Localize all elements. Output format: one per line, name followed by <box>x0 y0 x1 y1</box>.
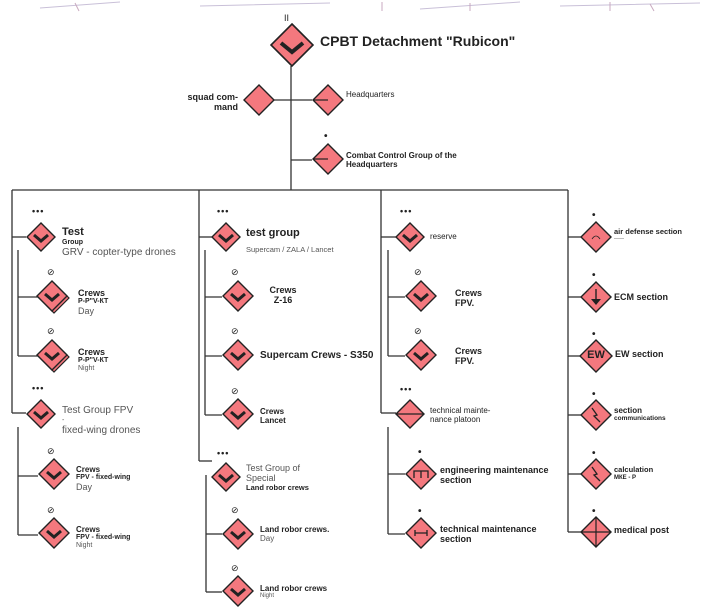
medical-post-symbol <box>580 516 612 548</box>
crew-marker: ⊘ <box>414 326 422 336</box>
single-dot-marker: • <box>592 329 596 340</box>
crew-marker: ⊘ <box>231 326 239 336</box>
robor-day-symbol <box>222 518 254 550</box>
headquarters-symbol <box>312 84 344 116</box>
headquarters-label: Headquarters <box>346 90 395 99</box>
calculation-symbol <box>580 458 612 490</box>
crew-marker: ⊘ <box>414 267 422 277</box>
special-group-symbol <box>211 462 241 492</box>
communications-symbol <box>580 399 612 431</box>
crew-day-symbol <box>36 280 70 314</box>
single-dot-marker: • <box>592 448 596 459</box>
ecm-section-symbol <box>580 281 612 313</box>
crew-marker: ⊘ <box>231 505 239 515</box>
crew-marker: ⊘ <box>47 326 55 336</box>
fpv-test-group-label: Test Group FPV - fixed-wing drones <box>62 405 141 436</box>
tech-platoon-symbol <box>395 399 425 429</box>
platoon-marker: ••• <box>400 206 413 216</box>
platoon-marker: ••• <box>217 206 230 216</box>
crew-marker: ⊘ <box>47 446 55 456</box>
ecm-section-label: ECM section <box>614 292 669 302</box>
lancet-crews-symbol <box>222 398 254 430</box>
ew-symbol-text: EW <box>587 349 605 361</box>
supercam-crews-symbol <box>222 339 254 371</box>
test-group-symbol <box>26 222 56 252</box>
crew-night-label: Crews Р-Р"V-КТ Night <box>78 347 109 373</box>
medical-post-label: medical post <box>614 525 670 535</box>
platoon-marker: ••• <box>32 206 45 216</box>
ew-section-symbol <box>579 339 613 373</box>
robor-day-label: Land robor crews. Day <box>260 525 330 544</box>
squad-command-label: squad com-mand <box>187 92 238 113</box>
engineering-section-symbol <box>405 458 437 490</box>
crew-night-symbol <box>36 339 70 373</box>
tech-section-symbol <box>405 517 437 549</box>
fpv-crews-1-symbol <box>405 280 437 312</box>
air-defense-label: air defense section —— <box>614 227 682 242</box>
crews-z16-symbol <box>222 280 254 312</box>
air-defense-symbol <box>580 221 612 253</box>
fpv-crews-2-symbol <box>405 339 437 371</box>
fixed-wing-day-label: Crews FPV - fixed-wing Day <box>76 465 131 493</box>
platoon-marker: ••• <box>217 448 230 458</box>
page-title: CPBT Detachment "Rubicon" <box>320 33 516 49</box>
supercam-crews-label: Supercam Crews - S350 <box>260 350 374 361</box>
platoon-marker: ••• <box>400 384 413 394</box>
single-dot-marker: • <box>592 389 596 400</box>
tech-platoon-label: technical mainte-nance platoon <box>430 406 491 425</box>
reserve-label: reserve <box>430 232 457 241</box>
test-group-2-symbol <box>211 222 241 252</box>
single-dot-marker: • <box>592 210 596 221</box>
single-dot-marker: • <box>592 270 596 281</box>
fixed-wing-day-symbol <box>38 458 70 490</box>
crew-marker: ⊘ <box>231 267 239 277</box>
fpv-test-group-symbol <box>26 399 56 429</box>
crew-marker: ⊘ <box>47 505 55 515</box>
single-dot-marker: • <box>592 506 596 517</box>
echelon-marker: II <box>284 13 290 23</box>
test-group-label: Test Group GRV - copter-type drones <box>62 226 176 258</box>
test-group-2-label: test group Supercam / ZALA / Lancet <box>246 227 334 254</box>
robor-night-label: Land robor crews Night <box>260 584 328 600</box>
single-dot-marker: • <box>324 131 328 142</box>
crew-marker: ⊘ <box>231 563 239 573</box>
squad-command-symbol <box>243 84 275 116</box>
top-decoration <box>39 1 701 12</box>
calculation-label: calculation МКЕ - Р <box>614 465 654 481</box>
fixed-wing-night-symbol <box>38 517 70 549</box>
platoon-marker: ••• <box>32 383 45 393</box>
single-dot-marker: • <box>418 447 422 458</box>
crew-day-label: Crews Р-Р"V-КТ Day <box>78 288 109 317</box>
crew-marker: ⊘ <box>47 267 55 277</box>
special-group-label: Test Group of Special Land robor crews <box>246 463 309 492</box>
ew-section-label: EW section <box>615 349 664 359</box>
communications-label: section communications <box>614 406 666 423</box>
robor-night-symbol <box>222 575 254 607</box>
combat-control-symbol <box>312 143 344 175</box>
reserve-symbol <box>395 222 425 252</box>
fixed-wing-night-label: Crews FPV - fixed-wing Night <box>76 525 131 550</box>
single-dot-marker: • <box>418 506 422 517</box>
crew-marker: ⊘ <box>231 386 239 396</box>
detachment-symbol <box>270 23 314 67</box>
